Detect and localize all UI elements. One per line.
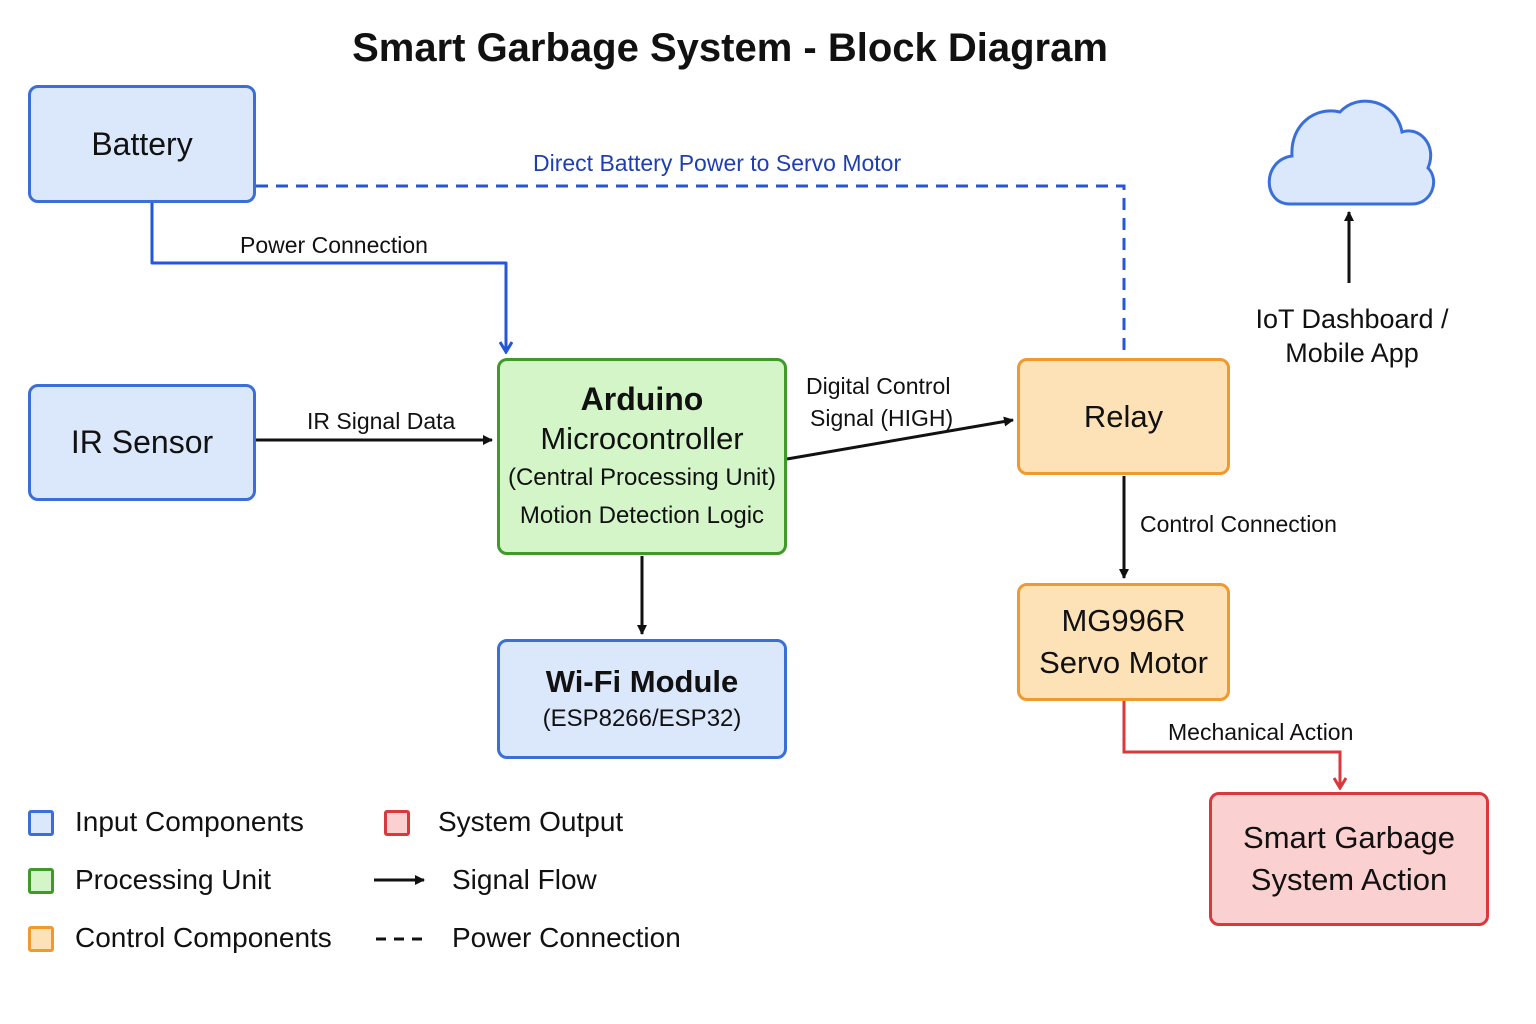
system-output-block: Smart Garbage System Action — [1209, 792, 1489, 926]
wifi-module-block: Wi-Fi Module (ESP8266/ESP32) — [497, 639, 787, 759]
power-connection-label: Power Connection — [240, 232, 428, 258]
wifi-subtitle: (ESP8266/ESP32) — [542, 705, 742, 732]
digital-control-label-2: Signal (HIGH) — [810, 405, 954, 431]
legend-input-label: Input Components — [75, 806, 304, 837]
iot-dashboard-label: IoT Dashboard / Mobile App — [1250, 302, 1454, 370]
arduino-logic: Motion Detection Logic — [519, 501, 765, 529]
legend-power-connection-label: Power Connection — [452, 922, 681, 953]
legend-control-label: Control Components — [75, 922, 332, 953]
battery-label: Battery — [91, 125, 193, 162]
ir-signal-label: IR Signal Data — [307, 408, 456, 434]
legend-output-label: System Output — [438, 806, 624, 837]
iot-dashboard-line-2: Mobile App — [1285, 338, 1419, 368]
direct-power-label: Direct Battery Power to Servo Motor — [533, 150, 902, 176]
ir-sensor-block: IR Sensor — [28, 384, 256, 501]
relay-block: Relay — [1017, 358, 1230, 475]
legend-processing-swatch — [28, 868, 54, 894]
digital-control-label-1: Digital Control — [806, 373, 951, 399]
iot-dashboard-line-1: IoT Dashboard / — [1255, 304, 1449, 334]
legend-output-swatch — [384, 810, 410, 836]
control-connection-label: Control Connection — [1140, 511, 1337, 537]
cloud-icon — [1267, 99, 1435, 206]
relay-label: Relay — [1083, 398, 1164, 434]
legend-input-swatch — [28, 810, 54, 836]
arduino-subtitle: Microcontroller — [540, 420, 744, 456]
servo-model: MG996R — [1061, 603, 1186, 638]
arduino-block: Arduino Microcontroller (Central Process… — [497, 358, 787, 555]
arduino-title: Arduino — [580, 380, 704, 417]
diagram-title: Smart Garbage System - Block Diagram — [352, 26, 1108, 70]
legend-signal-flow-label: Signal Flow — [452, 864, 597, 895]
wifi-title: Wi-Fi Module — [545, 664, 739, 699]
servo-motor-block: MG996R Servo Motor — [1017, 583, 1230, 701]
servo-label: Servo Motor — [1039, 645, 1208, 680]
mechanical-action-line — [1122, 701, 1340, 788]
legend-control-swatch — [28, 926, 54, 952]
output-line-2: System Action — [1250, 862, 1448, 897]
direct-power-line — [256, 184, 1126, 356]
legend-processing-label: Processing Unit — [75, 864, 272, 895]
output-line-1: Smart Garbage — [1243, 820, 1455, 855]
ir-sensor-label: IR Sensor — [70, 424, 214, 460]
digital-control-arrow — [786, 416, 1014, 461]
battery-block: Battery — [28, 85, 256, 203]
power-connection-line — [150, 186, 506, 352]
arduino-description: (Central Processing Unit) — [507, 463, 777, 491]
mechanical-action-label: Mechanical Action — [1168, 719, 1354, 745]
